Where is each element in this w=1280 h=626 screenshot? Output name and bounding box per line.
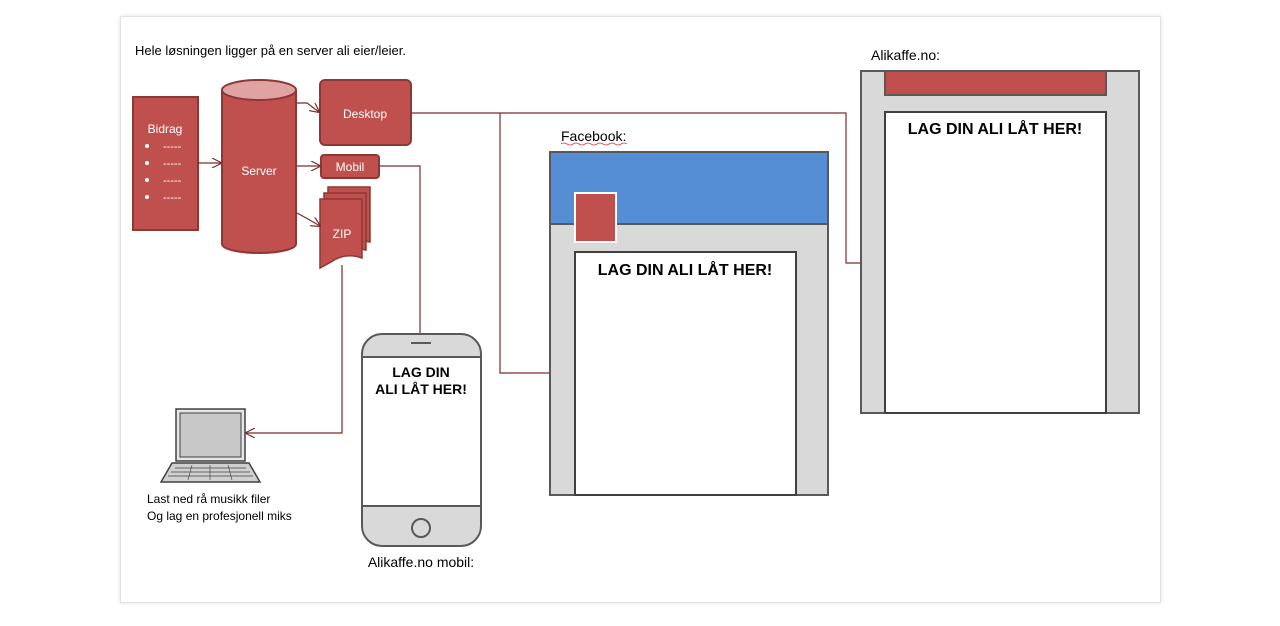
server-cylinder: Server [221,79,297,254]
facebook-frame: LAG DIN ALI LÅT HER! [549,151,829,496]
bidrag-item: ----- [163,158,182,170]
bidrag-item: ----- [163,175,182,187]
spellcheck-underline [560,142,628,146]
laptop-caption-line1: Last ned rå musikk filer [147,492,270,506]
arrow-server-desktop [297,102,319,112]
laptop-icon [159,408,262,483]
mobile-label: Alikaffe.no mobil: [368,554,474,570]
mobil-box: Mobil [320,154,380,179]
intro-text: Hele løsningen ligger på en server ali e… [135,43,406,58]
bullet [145,195,149,199]
arrow-zip-laptop [246,265,343,433]
bidrag-box: Bidrag ----- ----- ----- ----- [132,96,199,231]
server-label: Server [241,164,276,178]
alikaffe-content-text: LAG DIN ALI LÅT HER! [908,119,1083,138]
facebook-content-text: LAG DIN ALI LÅT HER! [598,260,773,279]
zip-label: ZIP [333,227,352,241]
alikaffe-content-area [884,111,1107,414]
bullet [145,178,149,182]
desktop-box: Desktop [319,79,412,146]
facebook-content-area [574,251,797,496]
arrow-server-zip [296,212,320,226]
alikaffe-frame: LAG DIN ALI LÅT HER! [860,70,1140,414]
facebook-label: Facebook: [561,128,626,144]
bidrag-item: ----- [163,192,182,204]
bidrag-item: ----- [163,141,182,153]
laptop-caption-line2: Og lag en profesjonell miks [147,509,292,523]
mobil-label: Mobil [336,160,365,174]
arrow-mobil-phone [379,165,420,349]
facebook-profile-picture [574,192,617,243]
alikaffe-header-bar [884,70,1107,96]
alikaffe-label: Alikaffe.no: [871,47,940,63]
mobile-phone: LAG DIN ALI LÅT HER! [361,333,482,547]
zip-document: ZIP [319,186,371,270]
desktop-label: Desktop [343,107,387,121]
mobile-screen [361,356,482,507]
mobile-home-button [411,518,431,538]
bullet [145,144,149,148]
mobile-content-line1: LAG DIN [392,364,450,380]
mobile-content-line2: ALI LÅT HER! [375,381,467,397]
bullet [145,161,149,165]
bidrag-title: Bidrag [148,122,183,136]
